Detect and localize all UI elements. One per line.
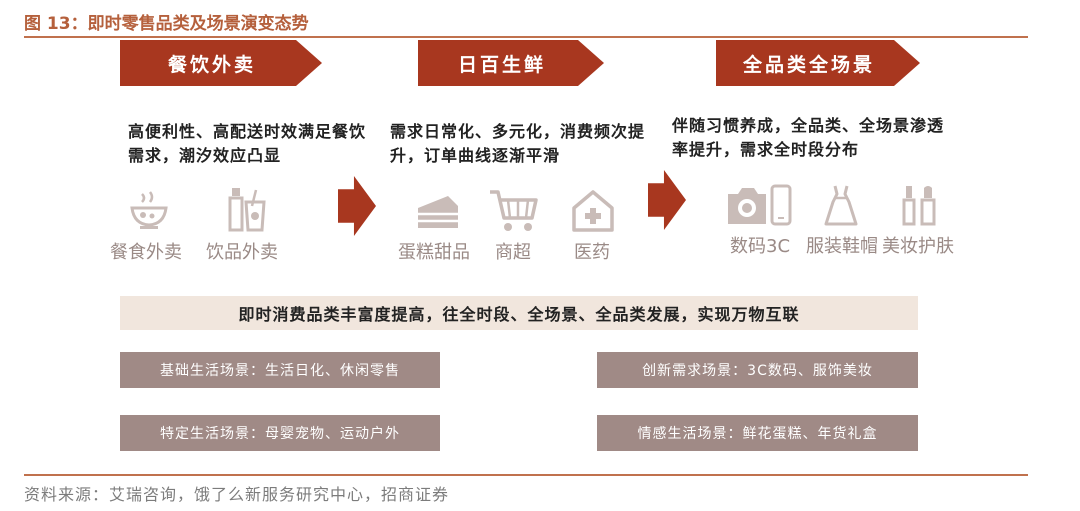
stage-arrow-2	[648, 170, 686, 230]
camera-phone-icon	[726, 184, 792, 226]
drink-bottle-icon	[222, 186, 268, 232]
stage-item-label: 数码3C	[730, 236, 791, 257]
pharmacy-icon	[570, 188, 616, 234]
stage-banner-food-delivery: 餐饮外卖	[120, 40, 322, 86]
figure-title: 图 13：即时零售品类及场景演变态势	[24, 14, 309, 34]
summary-bar: 即时消费品类丰富度提高，往全时段、全场景、全品类发展，实现万物互联	[120, 296, 918, 330]
shopping-cart-icon	[488, 188, 540, 234]
stage-item-label: 医药	[574, 242, 610, 263]
stage-item-label: 蛋糕甜品	[398, 242, 470, 263]
scene-box-innovative: 创新需求场景：3C数码、服饰美妆	[597, 352, 918, 388]
stage-description-food-delivery: 高便利性、高配送时效满足餐饮需求，潮汐效应凸显	[128, 122, 367, 165]
stage-banner-all-category: 全品类全场景	[716, 40, 920, 86]
stage-item-label: 餐食外卖	[110, 242, 182, 263]
stage-item-label: 美妆护肤	[882, 236, 954, 257]
stage-arrow-1	[338, 176, 376, 236]
dress-icon	[824, 184, 858, 226]
source-note: 资料来源：艾瑞咨询，饿了么新服务研究中心，招商证券	[24, 485, 450, 504]
scene-box-basic: 基础生活场景：生活日化、休闲零售	[120, 352, 440, 388]
scene-box-specific: 特定生活场景：母婴宠物、运动户外	[120, 415, 440, 451]
stage-item-label: 服装鞋帽	[806, 236, 878, 257]
stage-banner-daily-fresh: 日百生鲜	[418, 40, 604, 86]
cake-icon	[414, 192, 462, 232]
scene-box-emotional: 情感生活场景：鲜花蛋糕、年货礼盒	[597, 415, 918, 451]
cosmetics-icon	[902, 184, 936, 226]
top-rule	[24, 36, 1028, 38]
stage-item-label: 商超	[495, 242, 531, 263]
stage-description-all-category: 伴随习惯养成，全品类、全场景渗透率提升，需求全时段分布	[672, 116, 945, 159]
stage-description-daily-fresh: 需求日常化、多元化，消费频次提升，订单曲线逐渐平滑	[390, 122, 646, 165]
bottom-rule	[24, 474, 1028, 476]
food-bowl-icon	[128, 190, 170, 230]
stage-item-label: 饮品外卖	[206, 242, 278, 263]
